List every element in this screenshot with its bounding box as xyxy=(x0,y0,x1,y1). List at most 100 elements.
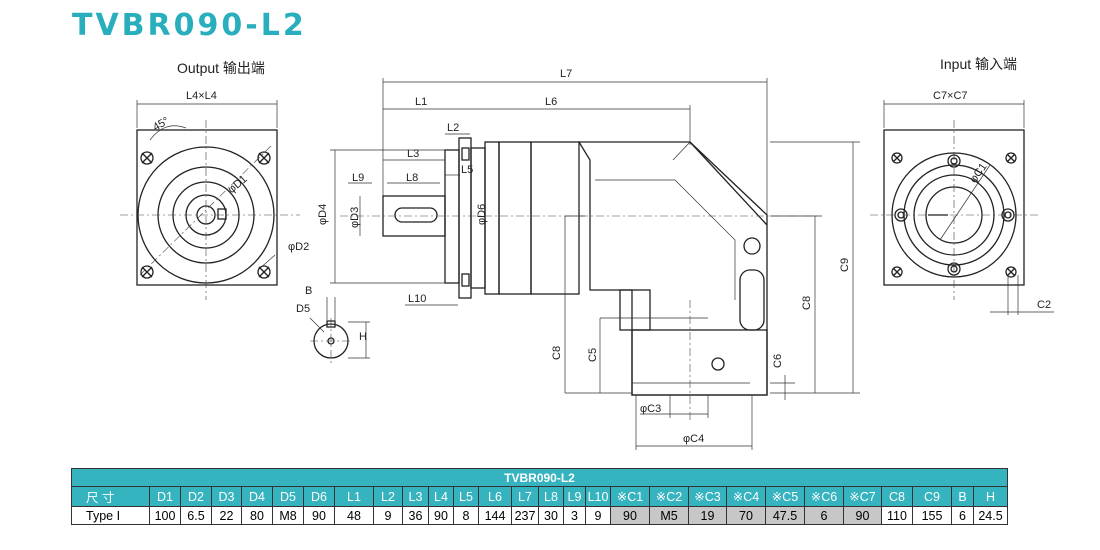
side-view: L7 L1 L6 L2 L3 L5 L9 L8 L10 φD4 φD3 φD6 xyxy=(317,68,860,450)
output-flange-plate xyxy=(444,149,460,284)
output-label: Output 输出端 xyxy=(177,60,265,76)
spec-value-cell: M5 xyxy=(649,506,689,525)
dim-D2: φD2 xyxy=(288,241,309,253)
spec-header-cell: L4 xyxy=(428,486,454,507)
dim-L8: L8 xyxy=(406,172,418,184)
dim-C1: φC1 xyxy=(968,161,990,185)
spec-header-cell: L3 xyxy=(402,486,429,507)
spec-value-cell: 6 xyxy=(951,506,974,525)
spec-header-cell: ※C1 xyxy=(610,486,650,507)
output-flange-view: L4×L4 45° φD1 φD2 xyxy=(120,90,309,300)
spec-value-cell: 90 xyxy=(428,506,454,525)
dim-C8-left: C8 xyxy=(551,346,563,360)
spec-header-cell: L7 xyxy=(511,486,539,507)
spec-header-cell: D4 xyxy=(241,486,273,507)
dim-L9: L9 xyxy=(352,172,364,184)
spec-value-cell: 6 xyxy=(804,506,844,525)
dim-B: B xyxy=(305,285,312,297)
dim-L3: L3 xyxy=(407,148,419,160)
spec-table-caption: TVBR090-L2 xyxy=(71,468,1008,487)
dim-D5: D5 xyxy=(296,303,310,315)
technical-drawing: L4×L4 45° φD1 φD2 B D5 H L7 L1 L6 L xyxy=(120,68,1054,450)
spec-header-cell: ※C7 xyxy=(843,486,882,507)
spec-header-cell: L5 xyxy=(453,486,479,507)
spec-value-cell: 22 xyxy=(211,506,242,525)
spec-value-cell: 36 xyxy=(402,506,429,525)
spec-header-cell: H xyxy=(973,486,1008,507)
spec-header-cell: D3 xyxy=(211,486,242,507)
spec-header-cell: C9 xyxy=(912,486,952,507)
dim-D3: φD3 xyxy=(349,207,361,228)
spec-header-cell: L9 xyxy=(563,486,586,507)
dim-L1: L1 xyxy=(415,96,427,108)
dim-C9: C9 xyxy=(839,258,851,272)
spec-value-cell: 6.5 xyxy=(180,506,212,525)
spec-header-cell: D5 xyxy=(272,486,304,507)
spec-value-cell: Type I xyxy=(71,506,150,525)
input-label: Input 输入端 xyxy=(940,56,1018,72)
spec-header-cell: L1 xyxy=(334,486,374,507)
spec-value-cell: 24.5 xyxy=(973,506,1008,525)
spec-value-cell: 100 xyxy=(149,506,181,525)
dim-H: H xyxy=(359,331,367,343)
output-flange-outline xyxy=(136,129,278,286)
dim-L6: L6 xyxy=(545,96,557,108)
dim-C4: φC4 xyxy=(683,433,704,445)
spec-value-cell: 144 xyxy=(478,506,512,525)
spec-value-cell: 90 xyxy=(843,506,882,525)
spec-header-cell: 尺 寸 xyxy=(71,486,150,507)
spec-value-cell: 155 xyxy=(912,506,952,525)
spec-header-cell: L6 xyxy=(478,486,512,507)
dim-L4xL4: L4×L4 xyxy=(186,90,217,102)
dim-C2: C2 xyxy=(1037,299,1051,311)
spec-value-cell: 19 xyxy=(688,506,727,525)
dim-C7xC7: C7×C7 xyxy=(933,90,968,102)
spec-header-cell: ※C5 xyxy=(765,486,805,507)
spec-header-cell: D2 xyxy=(180,486,212,507)
spec-value-cell: 30 xyxy=(538,506,564,525)
dim-D6: φD6 xyxy=(476,204,488,225)
dim-C3: φC3 xyxy=(640,403,661,415)
input-flange-view: C7×C7 φC1 C2 xyxy=(870,90,1054,315)
spec-header-cell: ※C2 xyxy=(649,486,689,507)
dim-angle-45: 45° xyxy=(151,115,171,134)
dim-C5: C5 xyxy=(587,348,599,362)
spec-value-cell: 237 xyxy=(511,506,539,525)
page-title: TVBR090-L2 xyxy=(72,8,307,43)
spec-header-cell: L8 xyxy=(538,486,564,507)
dim-L7: L7 xyxy=(560,68,572,80)
dim-C6: C6 xyxy=(772,354,784,368)
spec-value-cell: 47.5 xyxy=(765,506,805,525)
spec-value-cell: 48 xyxy=(334,506,374,525)
dim-D1: φD1 xyxy=(226,173,250,196)
spec-value-cell: 9 xyxy=(585,506,611,525)
spec-header-cell: D1 xyxy=(149,486,181,507)
dim-C8-right: C8 xyxy=(801,296,813,310)
gear-housing xyxy=(530,141,580,295)
dim-L10: L10 xyxy=(408,293,426,305)
spec-value-cell: 70 xyxy=(726,506,766,525)
shaft-section-view: B D5 H xyxy=(296,285,370,364)
dim-D4: φD4 xyxy=(317,204,329,225)
spec-header-cell: ※C3 xyxy=(688,486,727,507)
dim-L5: L5 xyxy=(461,164,473,176)
spec-value-cell: M8 xyxy=(272,506,304,525)
spec-header-cell: ※C4 xyxy=(726,486,766,507)
spec-value-cell: 8 xyxy=(453,506,479,525)
spec-header-cell: L2 xyxy=(373,486,403,507)
spec-header-cell: B xyxy=(951,486,974,507)
spec-value-cell: 90 xyxy=(303,506,335,525)
spec-value-cell: 9 xyxy=(373,506,403,525)
spec-value-cell: 80 xyxy=(241,506,273,525)
spec-header-cell: ※C6 xyxy=(804,486,844,507)
spec-header-cell: C8 xyxy=(881,486,913,507)
spec-value-cell: 110 xyxy=(881,506,913,525)
spec-header-cell: L10 xyxy=(585,486,611,507)
spec-value-cell: 3 xyxy=(563,506,586,525)
spec-header-cell: D6 xyxy=(303,486,335,507)
spec-value-cell: 90 xyxy=(610,506,650,525)
dim-L2: L2 xyxy=(447,122,459,134)
